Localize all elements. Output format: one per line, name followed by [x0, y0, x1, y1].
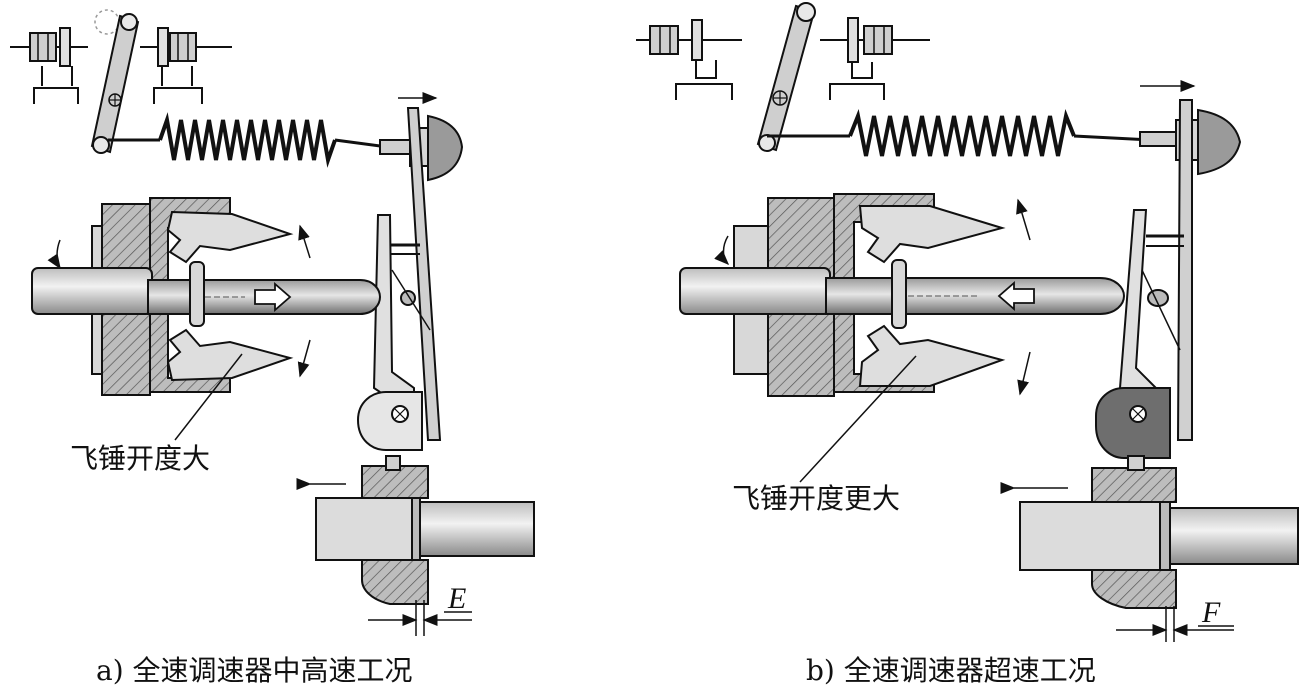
sleeve-motion-arrow	[254, 282, 292, 312]
adjusting-bolt-left	[636, 19, 742, 100]
callout-label: 飞锤开度大	[70, 442, 210, 475]
flyweight-down-arrow	[297, 339, 311, 378]
thrust-sleeve	[147, 261, 382, 327]
adjusting-bolt-left	[10, 27, 88, 104]
gap-label: F	[1201, 596, 1221, 629]
flyweight-lower	[166, 328, 294, 382]
panel-caption: b) 全速调速器超速工况	[806, 654, 1096, 687]
thrust-sleeve	[825, 259, 1126, 329]
adjusting-bolt-right	[820, 17, 930, 100]
callout-label: 飞锤开度更大	[732, 482, 900, 515]
governor-shaft	[31, 267, 153, 315]
flyweight-up-arrow	[298, 224, 311, 259]
speed-control-lever	[90, 9, 140, 154]
control-rack	[1000, 455, 1299, 609]
governor-spring	[767, 109, 1151, 157]
panel-b: 飞锤开度更大 F b) 全速调速器超速工况	[636, 2, 1299, 687]
panel-a: 飞锤开度大 E a) 全速调速器中高速工况	[10, 9, 535, 687]
sleeve-motion-arrow	[997, 281, 1035, 311]
control-rack	[296, 455, 535, 605]
adjusting-bolt-right	[140, 27, 232, 104]
gap-dimension	[1116, 606, 1234, 642]
flyweight-upper	[166, 210, 294, 264]
governor-shaft	[679, 267, 831, 315]
lever-pivot	[356, 391, 423, 451]
gap-dimension	[368, 600, 472, 636]
flyweight-lower	[858, 324, 1006, 387]
flyweight-up-arrow	[1016, 198, 1031, 241]
lever-pivot	[1095, 387, 1171, 459]
speed-control-lever	[756, 2, 816, 152]
panel-caption: a) 全速调速器中高速工况	[96, 654, 413, 687]
flyweight-down-arrow	[1017, 351, 1031, 396]
gap-label: E	[447, 582, 466, 615]
tension-lever	[1146, 99, 1193, 441]
flyweight-upper	[858, 205, 1006, 264]
governor-spring	[108, 112, 396, 168]
callout-leader	[174, 353, 243, 441]
callout-leader	[799, 355, 917, 483]
